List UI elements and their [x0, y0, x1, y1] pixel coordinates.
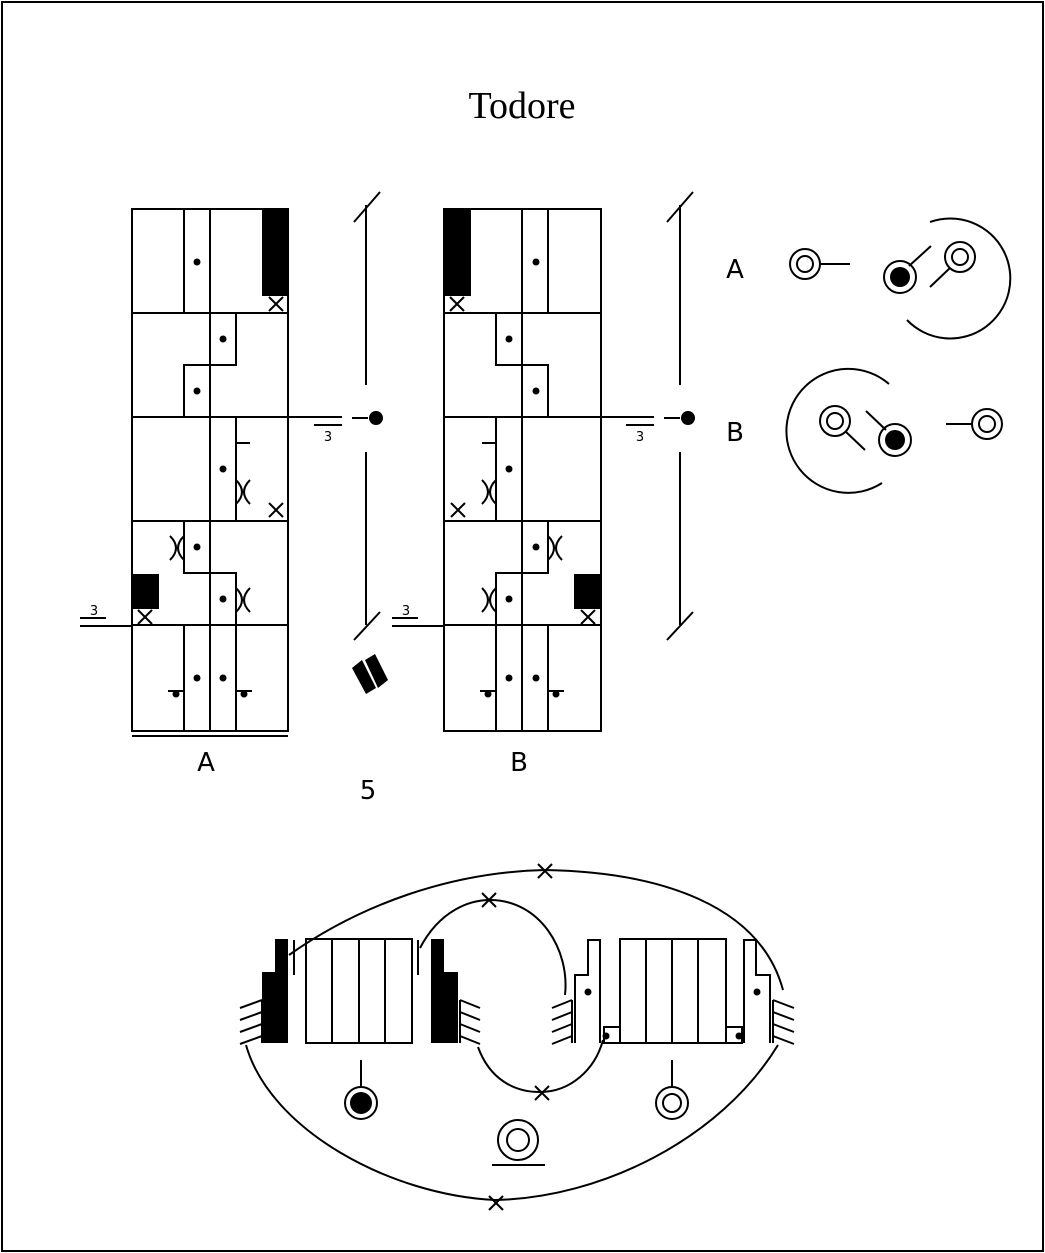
floor-pattern-label-a: A [726, 255, 744, 285]
floor-diagram-solid-marks [262, 863, 761, 1211]
floor-pattern-b [785, 367, 1003, 494]
staff-b-leaders [392, 416, 654, 627]
divider-a [352, 191, 381, 641]
floor-pattern-b-solid [885, 430, 905, 450]
page-title: Todore [468, 85, 575, 127]
staff-a-marks [132, 209, 288, 698]
divider-b-dot [681, 411, 695, 425]
staff-label-a: A [197, 748, 215, 778]
divider-b [664, 191, 694, 641]
tempo-mark-b-upper: 3 [636, 430, 644, 445]
staff-b-marks [444, 209, 601, 698]
figure-number: 5 [360, 776, 377, 806]
divider-a-dot [369, 411, 383, 425]
tempo-mark-a-lower: 3 [90, 604, 98, 619]
tempo-mark-b-lower: 3 [402, 604, 410, 619]
floor-diagram [239, 868, 795, 1202]
floor-pattern-a [789, 217, 1012, 340]
double-bar-icon [352, 654, 388, 694]
floor-pattern-a-solid [890, 267, 910, 287]
notation-staff-a [131, 208, 289, 737]
staff-label-b: B [510, 748, 528, 778]
tempo-mark-a-upper: 3 [324, 430, 332, 445]
staff-a-leaders [80, 416, 342, 627]
notation-staff-b [443, 208, 602, 732]
floor-pattern-label-b: B [726, 418, 744, 448]
